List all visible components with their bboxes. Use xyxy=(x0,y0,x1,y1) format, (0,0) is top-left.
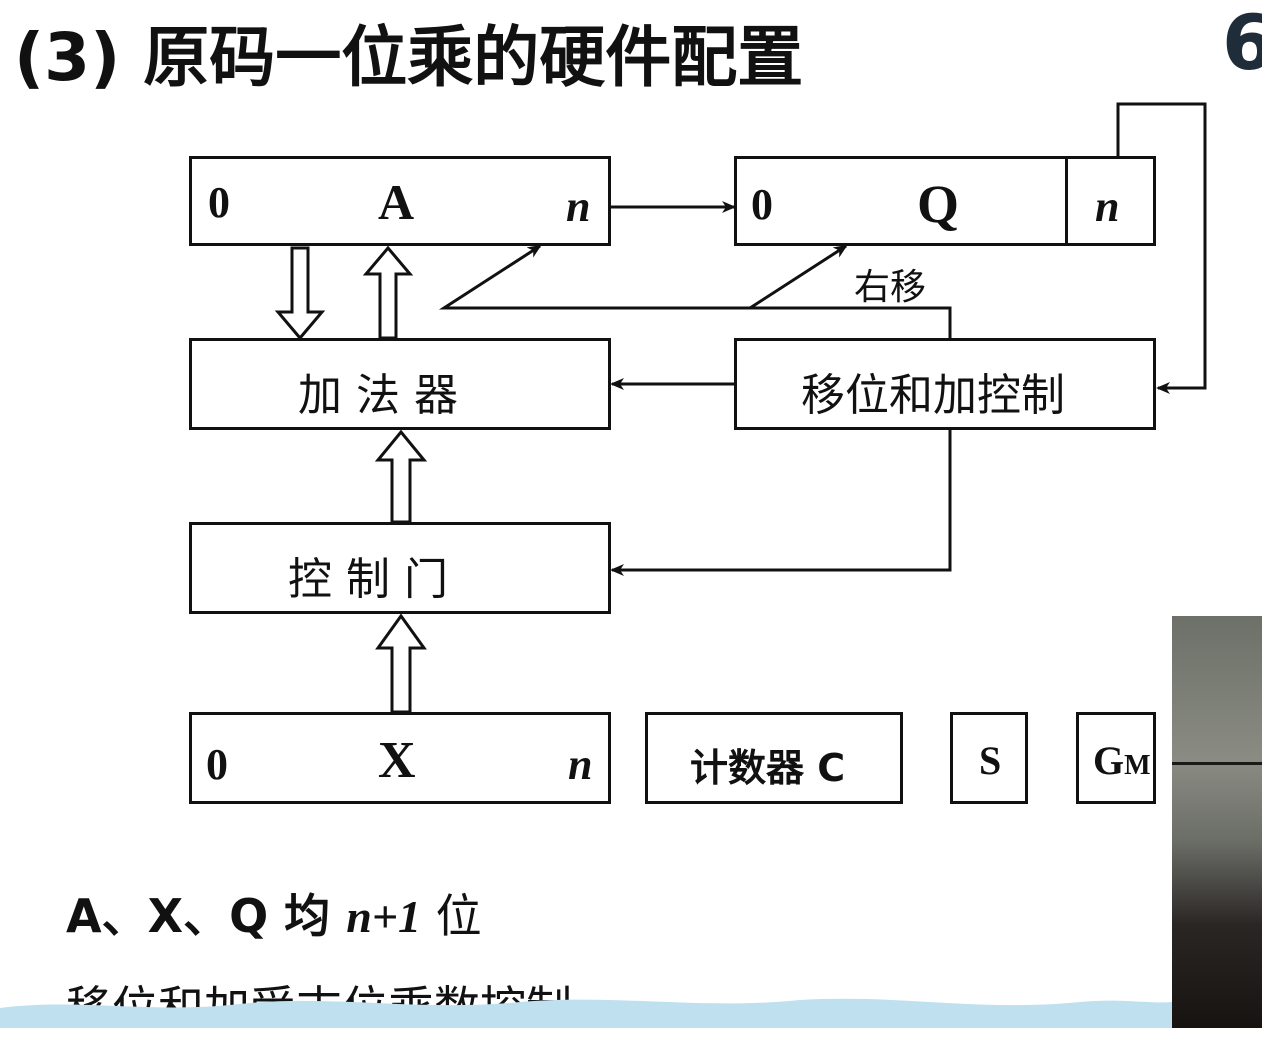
register-q-lsb-cell xyxy=(1065,159,1068,243)
sign-s-label: S xyxy=(979,738,1002,783)
counter-c-block: 计数器 C xyxy=(645,712,903,804)
counter-c-label: 计数器 C xyxy=(690,746,846,790)
adder-block: 加 法 器 xyxy=(189,338,611,430)
gate-to-adder-bus-arrow xyxy=(374,429,428,524)
gm-sub: M xyxy=(1124,750,1151,781)
a-to-adder-bus-arrow xyxy=(274,246,326,341)
adder-label: 加 法 器 xyxy=(298,370,458,421)
note-line1-bits: n+1 xyxy=(346,891,421,942)
shift-add-control-block: 移位和加控制 xyxy=(734,338,1156,430)
register-x-msb: 0 xyxy=(206,740,228,789)
x-to-gate-bus-arrow xyxy=(375,613,427,714)
note-line1-suffix: 位 xyxy=(421,889,482,943)
right-shift-label: 右移 xyxy=(854,267,927,308)
register-x-lsb: n xyxy=(568,740,593,789)
gm-main: G xyxy=(1093,738,1125,783)
register-a-name: A xyxy=(378,174,415,230)
register-q: 0 Q n xyxy=(734,156,1156,246)
webcam-overlay xyxy=(1172,616,1262,1028)
qn-feedback-arrow xyxy=(1116,102,1207,394)
right-shift-q-arrow xyxy=(749,244,848,310)
right-shift-a-arrow xyxy=(438,244,952,340)
register-a-msb: 0 xyxy=(208,178,230,227)
register-q-lsb: n xyxy=(1095,182,1120,231)
control-gate-block: 控 制 门 xyxy=(189,522,611,614)
control-to-gate-arrow xyxy=(610,430,952,576)
sign-s-block: S xyxy=(950,712,1028,804)
gm-label: GM xyxy=(1093,737,1151,784)
bottom-wave-decoration xyxy=(0,998,1172,1028)
gm-block: GM xyxy=(1076,712,1156,804)
register-q-msb: 0 xyxy=(751,180,773,229)
page-number: 6 xyxy=(1222,0,1262,87)
register-a: 0 A n xyxy=(189,156,611,246)
shift-add-control-label: 移位和加控制 xyxy=(801,370,1065,421)
register-x-name: X xyxy=(378,732,416,789)
control-gate-label: 控 制 门 xyxy=(288,554,448,605)
adder-to-a-bus-arrow xyxy=(362,245,414,340)
register-q-name: Q xyxy=(917,174,960,234)
note-register-width: A、X、Q 均 n+1 位 xyxy=(66,880,482,946)
register-x: 0 X n xyxy=(189,712,611,804)
note-line1-prefix: A、X、Q 均 xyxy=(66,889,347,943)
register-a-lsb: n xyxy=(566,182,591,231)
webcam-overlay-edge xyxy=(1172,762,1262,765)
slide-title: (3) 原码一位乘的硬件配置 xyxy=(14,19,804,96)
